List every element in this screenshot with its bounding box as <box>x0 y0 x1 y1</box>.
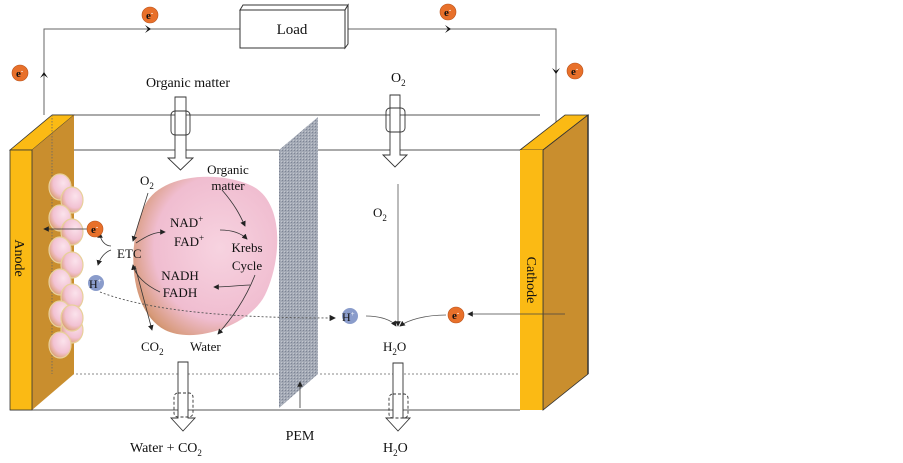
anode-outlet-label: Water + CO2 <box>130 441 202 458</box>
svg-text:e-: e- <box>444 6 452 19</box>
proton-symbol: H+ <box>89 277 102 291</box>
nad-label: NAD+ <box>170 214 203 230</box>
svg-text:e-: e- <box>146 9 154 22</box>
outlet-pipe <box>388 393 409 419</box>
krebs-label-2: Cycle <box>232 258 263 273</box>
pem-label: PEM <box>286 429 315 444</box>
down-arrow-icon <box>384 362 412 432</box>
cathode-reaction: O2 H+ e- H2O <box>342 184 565 357</box>
circuit-wire-left <box>43 28 240 115</box>
nadh-label: NADH <box>161 268 199 283</box>
cathode-o2-label: O2 <box>373 205 387 223</box>
outlet-pipe <box>173 392 194 418</box>
bacterium-biofilm-cell <box>48 331 72 359</box>
electron-symbol: e- <box>452 309 460 322</box>
inlet-pipe <box>385 107 406 133</box>
bacterium-biofilm-cell <box>60 218 84 246</box>
o2-label: O2 <box>140 173 154 191</box>
proton-exchange-membrane: PEM <box>279 117 318 444</box>
cathode-electrode: Cathode <box>518 114 590 411</box>
svg-text:e-: e- <box>16 67 24 80</box>
bacterium-biofilm-cell <box>60 186 84 214</box>
electron-top-right: e- <box>439 3 457 21</box>
fadh-label: FADH <box>163 285 197 300</box>
water-label: Water <box>190 339 221 354</box>
etc-label: ETC <box>117 246 142 261</box>
bacterium-cell <box>133 176 278 336</box>
svg-text:e-: e- <box>571 65 579 78</box>
chevron-up-icon <box>40 72 48 78</box>
organic-label-1: Organic <box>207 162 249 177</box>
down-arrow-icon <box>169 361 197 432</box>
proton-symbol: H+ <box>342 310 355 324</box>
down-arrow-icon <box>381 94 409 168</box>
anode-label: Anode <box>11 239 26 276</box>
organic-matter-input-label: Organic matter <box>146 76 230 91</box>
cathode-h2o-label: H2O <box>383 339 406 357</box>
metabolism-labels: O2 Organic matter NAD+ FAD+ ETC Krebs Cy… <box>117 162 263 357</box>
biofilm <box>48 173 84 359</box>
co2-label: CO2 <box>141 339 164 357</box>
external-circuit <box>40 25 560 130</box>
oxygen-inlet: O2 <box>381 71 409 168</box>
o2-input-label: O2 <box>391 71 406 88</box>
cathode-label: Cathode <box>523 257 538 304</box>
electron-right-wire: e- <box>566 62 584 80</box>
organic-matter-inlet: Organic matter <box>146 76 230 171</box>
electron-left-wire: e- <box>11 64 29 82</box>
cathode-outlet: H2O <box>383 362 412 458</box>
organic-label-2: matter <box>211 178 245 193</box>
proton-migration-path <box>99 291 336 322</box>
circuit-wire-right <box>345 28 557 130</box>
krebs-label-1: Krebs <box>231 240 262 255</box>
circuit-electrons: e- e- e- e- <box>11 3 584 82</box>
down-arrow-icon <box>166 96 195 171</box>
bacterium-biofilm-cell <box>60 304 84 332</box>
proton-anode: H+ <box>88 275 104 291</box>
anode-outlet: Water + CO2 <box>130 361 202 458</box>
inlet-pipe <box>170 110 191 136</box>
electron-symbol: e- <box>91 223 99 236</box>
chevron-down-icon <box>552 68 560 74</box>
load-box: Load <box>239 3 349 50</box>
chevron-right-icon <box>145 25 151 33</box>
fad-label: FAD+ <box>174 233 204 249</box>
electron-top-left: e- <box>141 6 159 24</box>
load-label: Load <box>277 22 308 38</box>
electron-anode: e- <box>86 220 104 238</box>
chevron-right-icon <box>445 25 451 33</box>
cathode-outlet-label: H2O <box>383 441 408 458</box>
